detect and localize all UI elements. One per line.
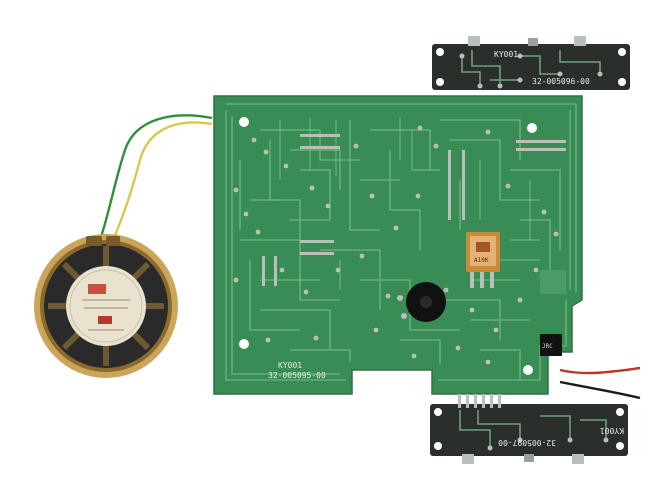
pot-label: A10K	[474, 257, 489, 264]
bottom-daughterboard: KY001 32-005097-00	[430, 394, 628, 464]
chip-label: JRC	[542, 343, 553, 350]
bottom-board-part: 32-005097-00	[498, 438, 556, 447]
mounting-hole	[239, 117, 249, 127]
top-board-model: KY001	[494, 50, 518, 59]
ic-pad-rows	[262, 134, 566, 286]
speaker-label	[66, 266, 146, 346]
jrc-chip: JRC	[540, 334, 562, 356]
pad-grid	[540, 270, 566, 294]
mounting-hole	[527, 123, 537, 133]
main-board-part: 32-005095-00	[268, 371, 326, 380]
mounting-hole	[523, 365, 533, 375]
power-wires	[559, 366, 641, 400]
speaker-wires	[98, 114, 213, 243]
top-daughterboard: KY001 32-005096-00	[432, 36, 630, 90]
black-round-component	[397, 282, 446, 322]
mounting-hole	[239, 339, 249, 349]
bottom-board-model: KY001	[600, 426, 624, 435]
main-board: A10K JRC KY001 32-005095-00	[213, 95, 583, 395]
speaker	[34, 234, 178, 378]
main-board-model: KY001	[278, 361, 302, 370]
potentiometer: A10K	[466, 232, 500, 288]
solder-pads	[233, 125, 559, 365]
top-board-part: 32-005096-00	[532, 77, 590, 86]
